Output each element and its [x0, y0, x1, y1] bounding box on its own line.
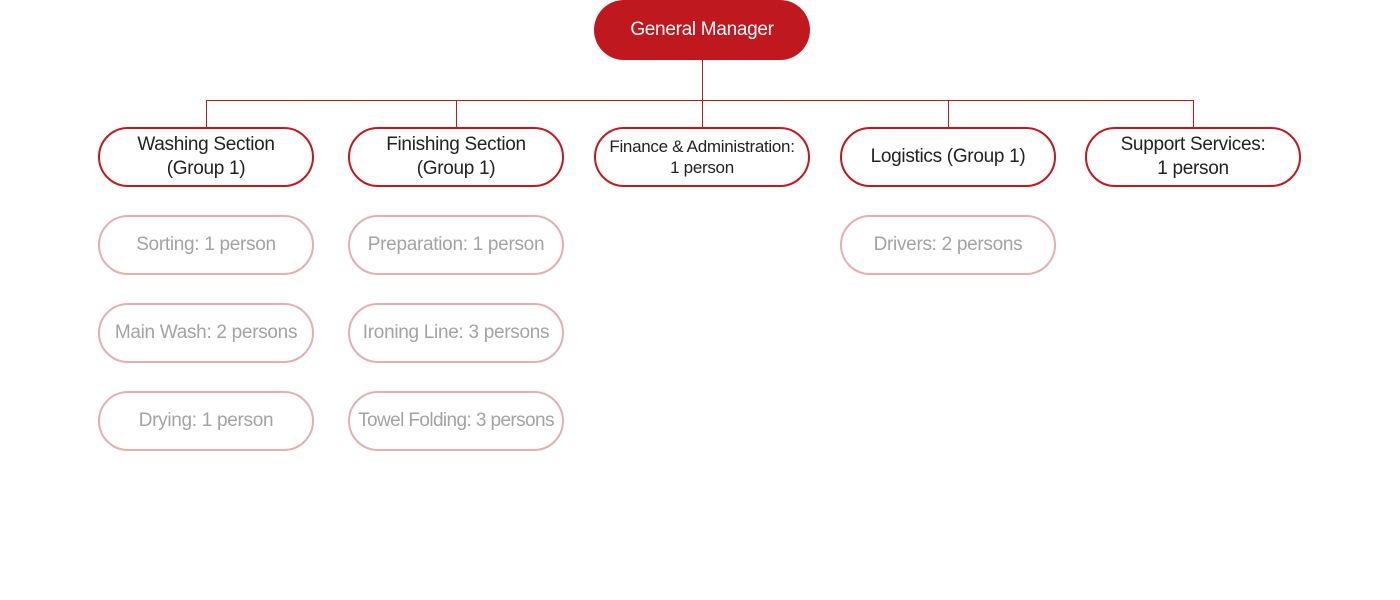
main-wash-node: Main Wash: 2 persons: [98, 303, 314, 363]
finishing-section-node: Finishing Section (Group 1): [348, 127, 564, 187]
preparation-node: Preparation: 1 person: [348, 215, 564, 275]
drivers-node: Drivers: 2 persons: [840, 215, 1056, 275]
section-connector-support: [1193, 100, 1194, 128]
horizontal-connector: [206, 100, 1194, 101]
finance-administration-node: Finance & Administration: 1 person: [594, 127, 810, 187]
section-connector-logistics: [948, 100, 949, 128]
general-manager-node: General Manager: [594, 0, 810, 60]
section-connector-washing: [206, 100, 207, 128]
towel-folding-node: Towel Folding: 3 persons: [348, 391, 564, 451]
logistics-node: Logistics (Group 1): [840, 127, 1056, 187]
section-connector-finance: [702, 100, 703, 128]
washing-section-node: Washing Section (Group 1): [98, 127, 314, 187]
root-connector: [702, 59, 703, 100]
drying-node: Drying: 1 person: [98, 391, 314, 451]
section-connector-finishing: [456, 100, 457, 128]
support-services-node: Support Services: 1 person: [1085, 127, 1301, 187]
sorting-node: Sorting: 1 person: [98, 215, 314, 275]
ironing-line-node: Ironing Line: 3 persons: [348, 303, 564, 363]
